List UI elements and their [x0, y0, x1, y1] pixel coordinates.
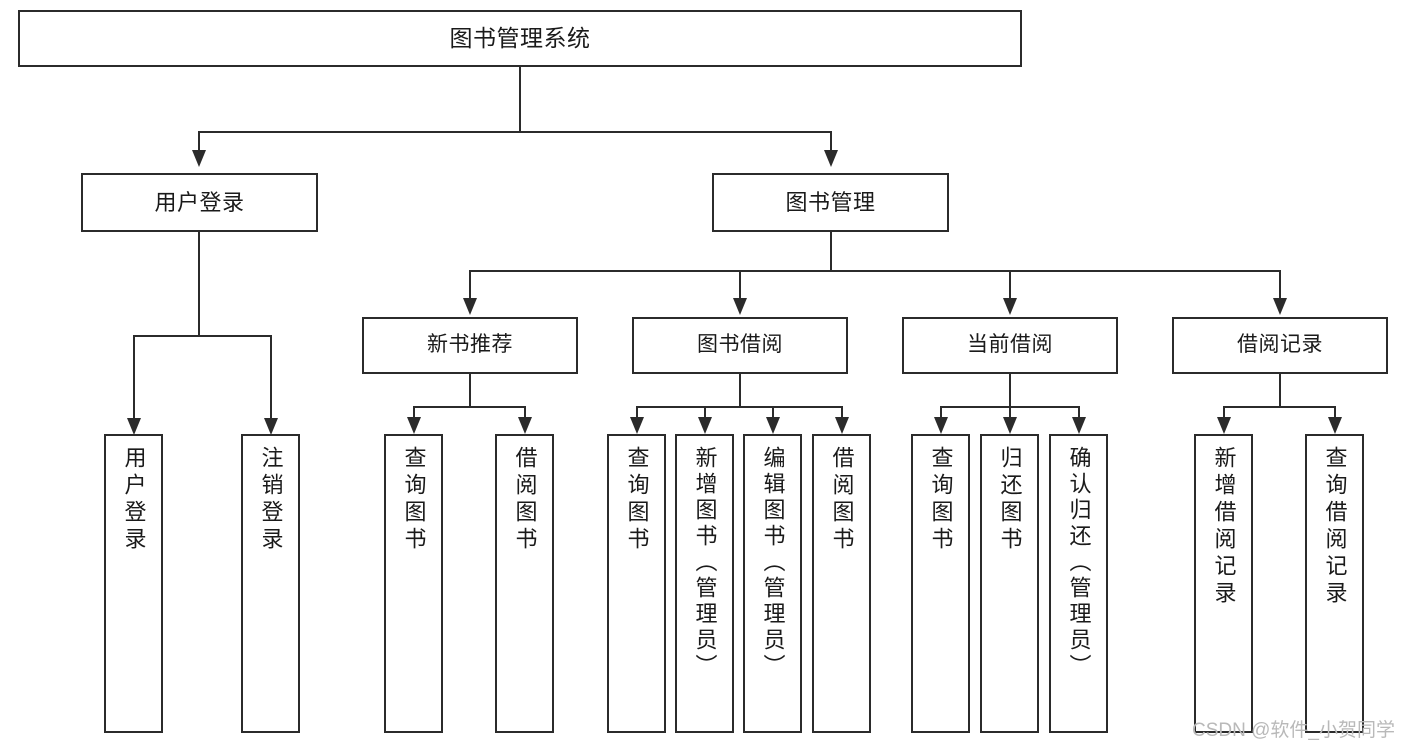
node-label: 借阅记录: [1237, 333, 1323, 357]
node-label: 查询图书: [401, 446, 427, 554]
connector-borrow-record-stem: [1279, 374, 1281, 408]
node-label: 归还图书: [997, 446, 1023, 554]
node-leaf-return-book[interactable]: 归还图书: [980, 434, 1039, 733]
arrow-to-user-login: [192, 150, 206, 167]
node-label: 查询借阅记录: [1322, 446, 1348, 608]
arrow-to-leaf-user-login: [127, 418, 141, 435]
node-label: 查询图书: [928, 446, 954, 554]
node-current-borrow[interactable]: 当前借阅: [902, 317, 1118, 374]
node-leaf-edit-book[interactable]: 编辑图书（管理员）: [743, 434, 802, 733]
node-label: 当前借阅: [967, 333, 1053, 357]
node-label: 新增图书（管理员）: [692, 446, 718, 680]
node-leaf-query-book-current[interactable]: 查询图书: [911, 434, 970, 733]
node-borrow-record[interactable]: 借阅记录: [1172, 317, 1388, 374]
connector-new-book-bar: [413, 406, 526, 408]
arrow-to-leaf-borrow-book-1: [518, 417, 532, 434]
arrow-to-current-borrow: [1003, 298, 1017, 315]
connector-new-book-stem: [469, 374, 471, 408]
node-leaf-borrow-book-new[interactable]: 借阅图书: [495, 434, 554, 733]
connector-book-mgmt-bar: [469, 270, 1280, 272]
arrow-to-leaf-query-record: [1328, 417, 1342, 434]
node-label: 查询图书: [624, 446, 650, 554]
node-book-management[interactable]: 图书管理: [712, 173, 949, 232]
connector-current-borrow-stem: [1009, 374, 1011, 408]
connector-user-login-bar: [133, 335, 272, 337]
node-leaf-borrow-book[interactable]: 借阅图书: [812, 434, 871, 733]
node-leaf-logout[interactable]: 注销登录: [241, 434, 300, 733]
node-leaf-query-book-borrow[interactable]: 查询图书: [607, 434, 666, 733]
connector-bar-drop-borrow: [739, 270, 741, 299]
node-root-system[interactable]: 图书管理系统: [18, 10, 1022, 67]
connector-bar-drop-current: [1009, 270, 1011, 299]
connector-book-borrow-stem: [739, 374, 741, 408]
connector-user-login-left-drop: [133, 335, 135, 419]
connector-user-login-stem: [198, 232, 200, 336]
connector-book-borrow-drop-2: [704, 406, 706, 418]
arrow-to-leaf-return-book: [1003, 417, 1017, 434]
arrow-to-leaf-query-book-3: [934, 417, 948, 434]
connector-book-borrow-drop-3: [772, 406, 774, 418]
arrow-to-leaf-query-book-1: [407, 417, 421, 434]
connector-current-borrow-drop-3: [1078, 406, 1080, 418]
connector-bar-drop-record: [1279, 270, 1281, 299]
node-label: 图书管理系统: [449, 24, 591, 51]
node-label: 新书推荐: [427, 333, 513, 357]
arrow-to-leaf-logout: [264, 418, 278, 435]
node-new-book-recommend[interactable]: 新书推荐: [362, 317, 578, 374]
arrow-to-leaf-edit-book: [766, 417, 780, 434]
arrow-to-new-book-recommend: [463, 298, 477, 315]
arrow-to-leaf-query-book-2: [630, 417, 644, 434]
node-leaf-add-borrow-record[interactable]: 新增借阅记录: [1194, 434, 1253, 733]
connector-borrow-record-drop-2: [1334, 406, 1336, 418]
connector-root-bar: [198, 131, 832, 133]
arrow-to-leaf-add-record: [1217, 417, 1231, 434]
node-label: 用户登录: [154, 189, 245, 215]
arrow-to-leaf-confirm-return: [1072, 417, 1086, 434]
node-label: 编辑图书（管理员）: [760, 446, 786, 680]
node-label: 借阅图书: [512, 446, 538, 554]
connector-new-book-drop-2: [524, 406, 526, 418]
node-leaf-query-borrow-record[interactable]: 查询借阅记录: [1305, 434, 1364, 733]
connector-book-borrow-bar: [636, 406, 843, 408]
connector-root-to-book-mgmt: [830, 131, 832, 151]
connector-book-borrow-drop-4: [841, 406, 843, 418]
node-leaf-user-login[interactable]: 用户登录: [104, 434, 163, 733]
arrow-to-leaf-borrow-book-2: [835, 417, 849, 434]
node-book-borrow[interactable]: 图书借阅: [632, 317, 848, 374]
node-label: 确认归还（管理员）: [1066, 446, 1092, 680]
arrow-to-leaf-add-book: [698, 417, 712, 434]
connector-borrow-record-bar: [1223, 406, 1336, 408]
node-label: 新增借阅记录: [1211, 446, 1237, 608]
node-label: 注销登录: [258, 446, 284, 554]
connector-book-mgmt-stem: [830, 232, 832, 271]
node-label: 图书管理: [785, 189, 876, 215]
connector-new-book-drop-1: [413, 406, 415, 418]
node-label: 借阅图书: [829, 446, 855, 554]
arrow-to-borrow-record: [1273, 298, 1287, 315]
node-label: 用户登录: [121, 446, 147, 554]
node-label: 图书借阅: [697, 333, 783, 357]
connector-book-borrow-drop-1: [636, 406, 638, 418]
node-leaf-add-book[interactable]: 新增图书（管理员）: [675, 434, 734, 733]
node-user-login[interactable]: 用户登录: [81, 173, 318, 232]
arrow-to-book-mgmt: [824, 150, 838, 167]
node-leaf-query-book-new[interactable]: 查询图书: [384, 434, 443, 733]
connector-bar-drop-new-book: [469, 270, 471, 299]
node-leaf-confirm-return[interactable]: 确认归还（管理员）: [1049, 434, 1108, 733]
connector-user-login-right-drop: [270, 335, 272, 419]
connector-borrow-record-drop-1: [1223, 406, 1225, 418]
arrow-to-book-borrow: [733, 298, 747, 315]
connector-current-borrow-drop-1: [940, 406, 942, 418]
connector-current-borrow-drop-2: [1009, 406, 1011, 418]
connector-root-to-user-login: [198, 131, 200, 151]
connector-root-stem: [519, 67, 521, 132]
